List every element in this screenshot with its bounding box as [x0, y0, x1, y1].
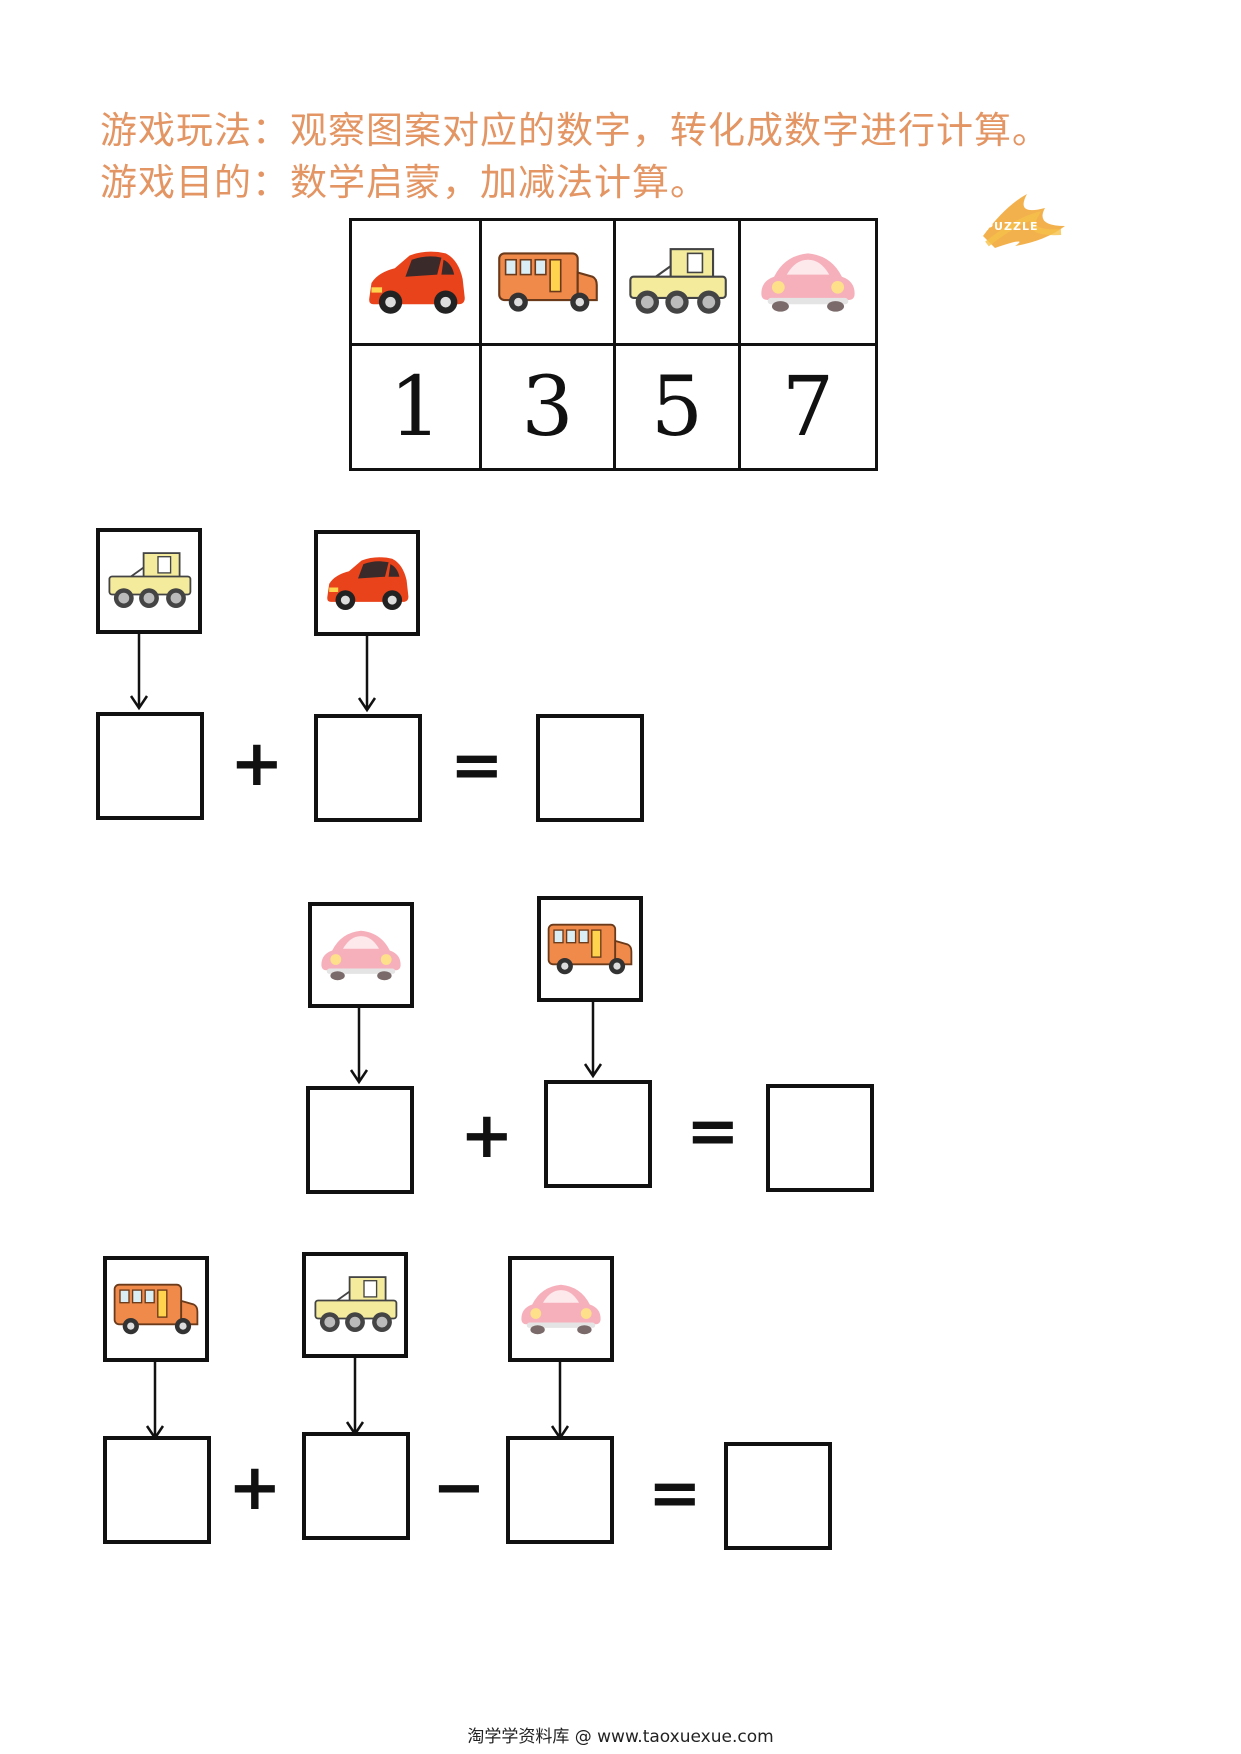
plus-sign: + — [230, 727, 284, 801]
result-box[interactable] — [766, 1084, 874, 1192]
instruction-line-rules: 游戏玩法：观察图案对应的数字，转化成数字进行计算。 — [100, 109, 1050, 152]
instruction-line-goal: 游戏目的：数学启蒙，加减法计算。 — [100, 161, 708, 204]
key-number-orange-bus: 3 — [479, 343, 616, 471]
pink-beetle-icon — [516, 1277, 606, 1341]
result-box[interactable] — [536, 714, 644, 822]
key-number-red-car: 1 — [349, 343, 482, 471]
result-box[interactable] — [724, 1442, 832, 1550]
problem3-picture-2 — [302, 1252, 408, 1358]
key-cell-yellow-jeep — [613, 218, 741, 346]
key-number-yellow-jeep: 5 — [613, 343, 741, 471]
orange-bus-icon — [495, 244, 601, 320]
down-arrow-icon — [583, 1000, 603, 1079]
vehicle-number-key-table: 1 3 5 7 — [349, 218, 878, 471]
yellow-jeep-icon — [624, 244, 730, 320]
equals-sign: = — [450, 729, 504, 803]
answer-box[interactable] — [506, 1436, 614, 1544]
down-arrow-icon — [145, 1362, 165, 1441]
orange-bus-icon — [545, 917, 635, 981]
yellow-jeep-icon — [104, 549, 194, 613]
down-arrow-icon — [349, 1006, 369, 1085]
key-cell-pink-beetle — [738, 218, 878, 346]
yellow-jeep-icon — [310, 1273, 400, 1337]
pink-beetle-icon — [316, 923, 406, 987]
answer-box[interactable] — [544, 1080, 652, 1188]
down-arrow-icon — [345, 1358, 365, 1437]
pink-beetle-icon — [755, 244, 861, 320]
problem2-picture-2 — [537, 896, 643, 1002]
problem1-picture-2 — [314, 530, 420, 636]
key-number-pink-beetle: 7 — [738, 343, 878, 471]
key-cell-red-car — [349, 218, 482, 346]
minus-sign: − — [432, 1451, 486, 1525]
answer-box[interactable] — [306, 1086, 414, 1194]
problem2-picture-1 — [308, 902, 414, 1008]
answer-box[interactable] — [314, 714, 422, 822]
equals-sign: = — [648, 1457, 702, 1531]
red-car-icon — [322, 551, 412, 615]
down-arrow-icon — [357, 634, 377, 713]
answer-box[interactable] — [96, 712, 204, 820]
key-cell-orange-bus — [479, 218, 616, 346]
brand-text: PUZZLE — [985, 220, 1038, 233]
down-arrow-icon — [129, 632, 149, 711]
problem3-picture-3 — [508, 1256, 614, 1362]
plus-sign: + — [228, 1451, 282, 1525]
problem1-picture-1 — [96, 528, 202, 634]
answer-box[interactable] — [103, 1436, 211, 1544]
equals-sign: = — [686, 1095, 740, 1169]
puzzle-brand-logo: PUZZLE — [983, 194, 1065, 248]
orange-bus-icon — [111, 1277, 201, 1341]
problem3-picture-1 — [103, 1256, 209, 1362]
red-car-icon — [363, 244, 469, 320]
footer-watermark: 淘学学资料库 @ www.taoxuexue.com — [467, 1727, 774, 1747]
down-arrow-icon — [550, 1362, 570, 1441]
answer-box[interactable] — [302, 1432, 410, 1540]
plus-sign: + — [460, 1099, 514, 1173]
